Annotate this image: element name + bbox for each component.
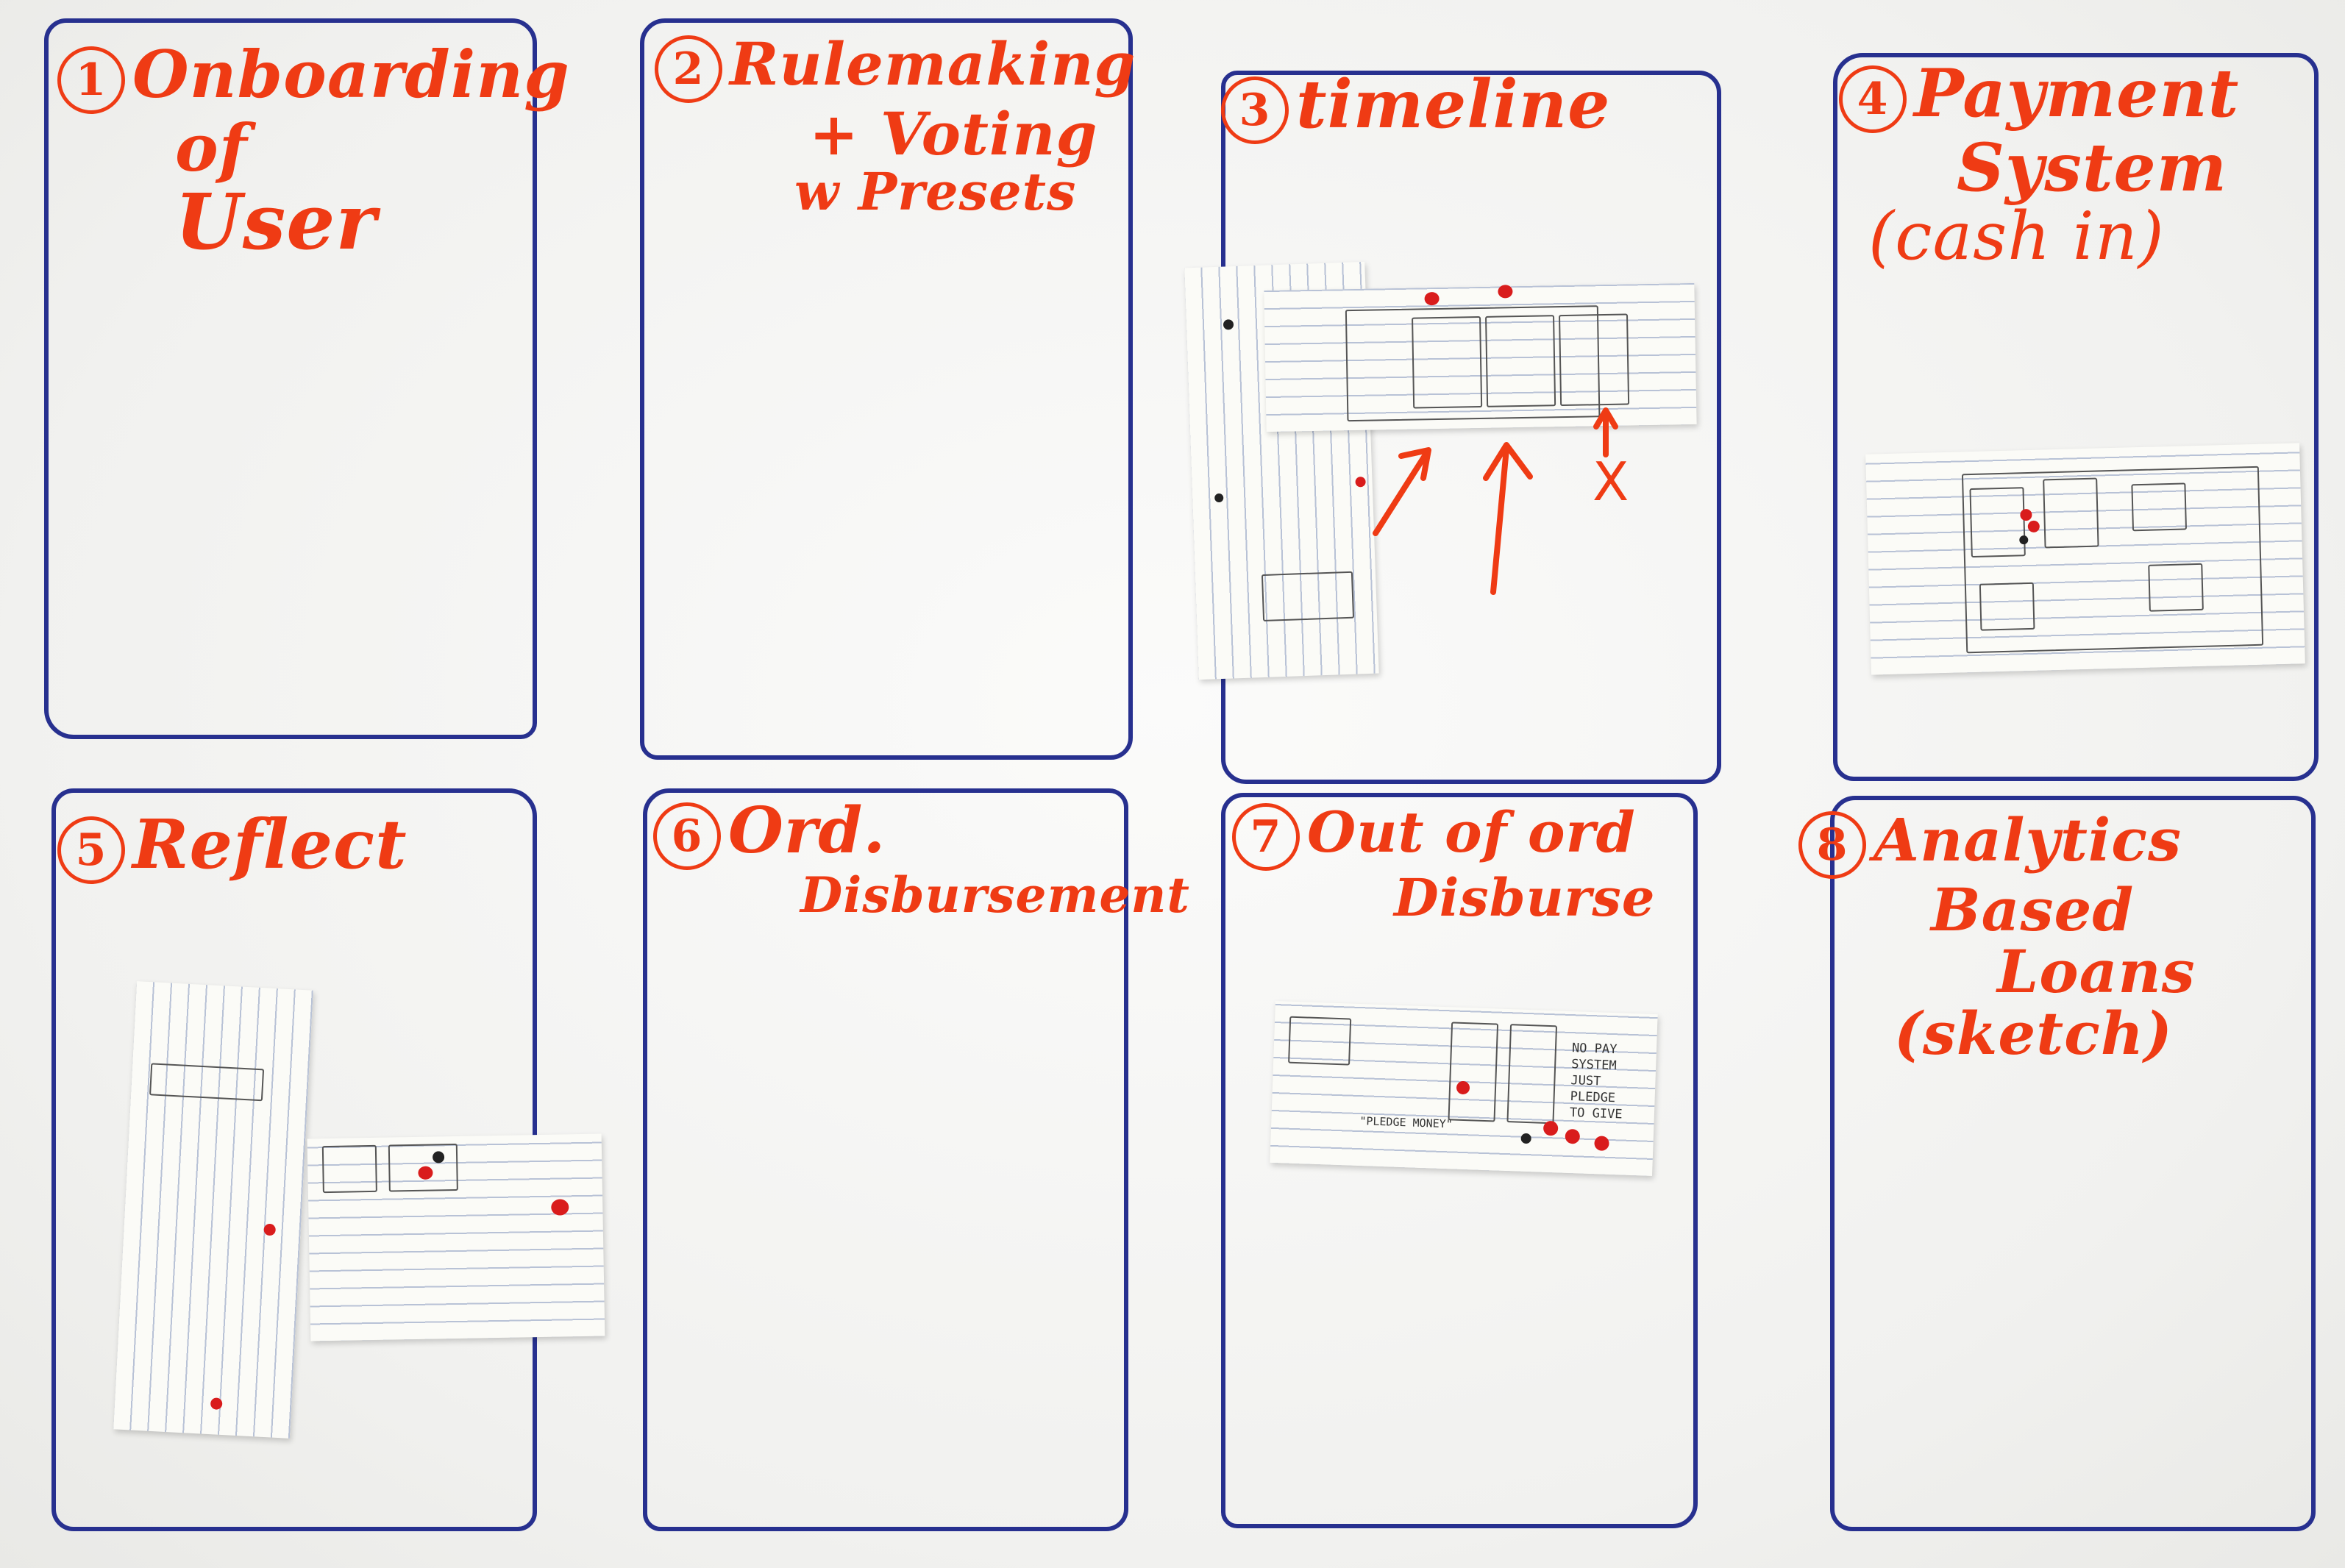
sketch-box xyxy=(1559,313,1630,407)
sticker-dot xyxy=(551,1199,569,1216)
sketch-box xyxy=(1969,487,2026,558)
sketch-box xyxy=(321,1144,377,1194)
sticker-dot xyxy=(1594,1136,1609,1151)
sticker-dot xyxy=(1214,493,1224,503)
frame-8-title-line-2: Based xyxy=(1931,875,2135,945)
frame-5-vertical-note xyxy=(113,981,313,1439)
frame-7-note: NO PAY SYSTEM JUST PLEDGE TO GIVE "PLEDG… xyxy=(1270,1000,1658,1177)
frame-8-title-line-3: Loans xyxy=(1997,937,2196,1007)
frame-4-title-line-2: System xyxy=(1957,128,2228,207)
frame-1-title-line-1: Onboarding xyxy=(132,36,570,113)
frame-2-rulemaking xyxy=(640,18,1133,760)
frame-4-note xyxy=(1865,443,2305,675)
frame-5-horizontal-note xyxy=(307,1133,605,1341)
frame-1-title-line-3: User xyxy=(175,177,377,268)
sticker-dot xyxy=(1424,291,1440,306)
frame-8-analytics-loans xyxy=(1830,796,2316,1531)
sticker-dot xyxy=(1223,319,1234,330)
sketch-box xyxy=(1979,582,2035,631)
frame-1-onboarding xyxy=(44,18,537,739)
frame-2-number: 2 xyxy=(655,35,722,104)
sticker-dot xyxy=(1565,1128,1581,1144)
sketch-box xyxy=(2131,482,2188,532)
frame-7-note-line-3: JUST xyxy=(1570,1073,1601,1089)
frame-6-title-line-2: Disbursement xyxy=(800,866,1190,924)
sticker-dot xyxy=(1498,285,1513,299)
frame-3-number: 3 xyxy=(1221,76,1289,144)
frame-2-title-line-2: + Voting xyxy=(809,99,1098,169)
frame-7-title-line-2: Disburse xyxy=(1394,867,1656,928)
sketch-box xyxy=(1485,315,1556,407)
sketch-box xyxy=(2043,477,2099,549)
frame-2-title-line-3: w Presets xyxy=(794,161,1077,223)
sticker-dot xyxy=(263,1223,277,1236)
frame-7-note-line-1: NO PAY xyxy=(1571,1041,1618,1058)
frame-4-payment xyxy=(1833,53,2319,781)
sticker-dot xyxy=(1542,1120,1559,1136)
frame-3-horizontal-note xyxy=(1264,282,1697,432)
sketch-box xyxy=(1412,316,1483,409)
frame-7-number: 7 xyxy=(1232,803,1300,871)
sketch-box xyxy=(2148,563,2204,612)
frame-7-note-line-4: PLEDGE xyxy=(1570,1089,1616,1106)
frame-4-number: 4 xyxy=(1839,65,1907,133)
frame-6-number: 6 xyxy=(653,802,721,870)
frame-7-note-line-5: TO GIVE xyxy=(1569,1105,1623,1122)
sketch-box xyxy=(1288,1016,1352,1066)
frame-7-note-line-2: SYSTEM xyxy=(1570,1057,1617,1074)
sketch-box xyxy=(149,1063,265,1102)
frame-4-title-line-3: (cash in) xyxy=(1868,198,2165,275)
frame-7-note-pledge: "PLEDGE MONEY" xyxy=(1359,1114,1453,1131)
frame-5-number: 5 xyxy=(57,816,125,885)
frame-2-title-line-1: Rulemaking xyxy=(730,29,1136,99)
frame-7-title-line-1: Out of ord xyxy=(1307,799,1636,865)
frame-6-ord-disbursement xyxy=(643,788,1128,1531)
frame-6-title-line-1: Ord. xyxy=(728,794,886,868)
frame-8-number: 8 xyxy=(1798,811,1866,880)
sketch-box xyxy=(1506,1024,1558,1125)
sketch-box xyxy=(1448,1022,1499,1122)
sticker-dot xyxy=(210,1397,223,1410)
frame-1-title-line-2: of xyxy=(175,110,248,186)
sticker-dot xyxy=(1520,1133,1531,1144)
frame-3-title-line-1: timeline xyxy=(1296,65,1611,143)
frame-4-title-line-1: Payment xyxy=(1914,54,2240,132)
frame-8-title-line-1: Analytics xyxy=(1873,805,2182,874)
frame-5-title-line-1: Reflect xyxy=(132,805,408,884)
frame-8-title-line-4: (sketch) xyxy=(1894,999,2173,1069)
sketch-box xyxy=(1261,571,1355,622)
sticker-dot xyxy=(1355,477,1366,488)
frame-1-number: 1 xyxy=(57,46,125,114)
frame-7-out-of-ord-disburse xyxy=(1221,793,1698,1528)
